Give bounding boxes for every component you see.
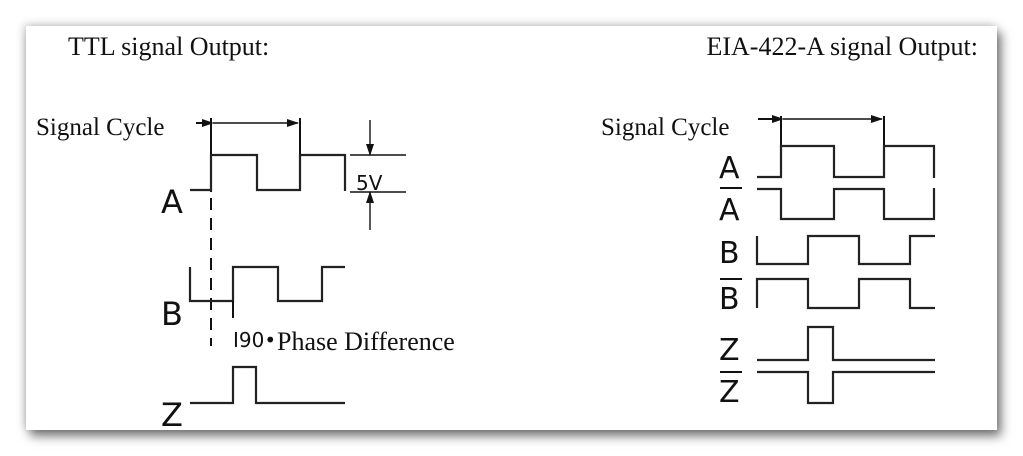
ttl-title: TTL signal Output: bbox=[68, 32, 269, 61]
ttl-channel-z-wave bbox=[190, 365, 345, 405]
eia-channel-z-wave bbox=[757, 325, 935, 362]
ttl-channel-z-label: Z bbox=[161, 396, 183, 434]
eia-channel-z-bar-label: Z bbox=[719, 375, 740, 410]
eia-channel-b-bar-wave bbox=[755, 277, 935, 310]
eia-channel-b-bar-label: B bbox=[719, 282, 740, 317]
ttl-signal-cycle-label: Signal Cycle bbox=[36, 114, 164, 141]
ttl-amplitude-label: 5V bbox=[356, 171, 383, 195]
eia-channel-b-label: B bbox=[719, 236, 740, 271]
ttl-channel-a-wave bbox=[190, 153, 347, 192]
ttl-panel: TTL signal Output: Signal Cycle A 5V B I… bbox=[36, 32, 455, 434]
ttl-phase-prefix: I90• bbox=[233, 328, 276, 352]
eia-channel-a-wave bbox=[757, 144, 936, 179]
eia-panel: EIA-422-A signal Output: Signal Cycle A … bbox=[601, 32, 978, 410]
ttl-channel-b-wave bbox=[188, 265, 345, 303]
eia-channel-a-bar-label: A bbox=[719, 193, 740, 228]
diagram-frame bbox=[26, 26, 997, 430]
eia-channel-b-wave bbox=[755, 234, 935, 266]
eia-channel-z-bar-wave bbox=[757, 370, 935, 405]
eia-channel-a-bar-wave bbox=[757, 187, 936, 221]
ttl-channel-b-label: B bbox=[161, 295, 183, 333]
ttl-channel-a-label: A bbox=[161, 183, 183, 221]
eia-signal-cycle-label: Signal Cycle bbox=[601, 114, 729, 141]
eia-channel-a-label: A bbox=[719, 151, 740, 186]
ttl-phase-label: Phase Difference bbox=[277, 327, 455, 356]
eia-title: EIA-422-A signal Output: bbox=[706, 32, 978, 61]
eia-channel-z-label: Z bbox=[719, 333, 740, 368]
